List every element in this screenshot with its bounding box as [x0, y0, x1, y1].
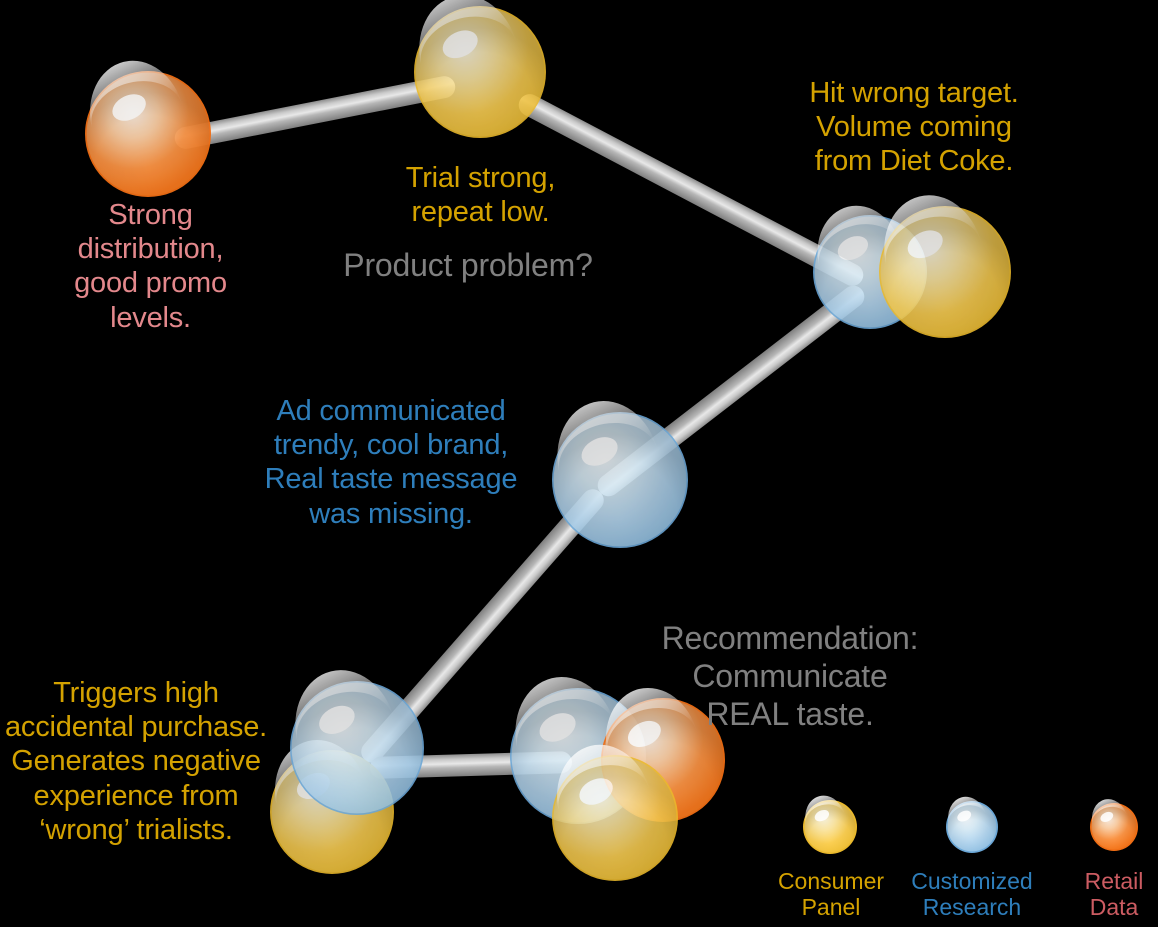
bond-middle-to-bottom-left	[361, 489, 604, 763]
node-retail-top-left	[85, 60, 211, 197]
caption-trial-strong: Trial strong, repeat low.	[405, 162, 556, 229]
caption-recommendation: Recommendation: Communicate REAL taste.	[661, 620, 919, 732]
nodes-layer	[85, 0, 1011, 881]
legend-consumer-panel-label: Consumer Panel	[777, 868, 885, 921]
caption-ad-communicated: Ad communicated trendy, cool brand, Real…	[264, 395, 518, 530]
node-research-bl	[290, 670, 424, 815]
caption-product-problem: Product problem?	[343, 247, 593, 283]
legend-customized-research-label: Customized Research	[911, 868, 1033, 921]
legend-customized-research-sphere	[946, 796, 998, 853]
legend-spheres-layer	[803, 795, 1138, 854]
legend-retail-data-label: Retail Data	[1084, 868, 1144, 921]
bond-retail-to-consumer-top	[174, 76, 456, 149]
caption-triggers-high: Triggers high accidental purchase. Gener…	[5, 677, 267, 846]
node-consumer-top	[414, 0, 546, 138]
legend-retail-data-sphere	[1090, 799, 1138, 851]
caption-hit-wrong-target: Hit wrong target. Volume coming from Die…	[809, 77, 1019, 178]
node-consumer-br	[552, 744, 678, 881]
legend-consumer-panel-sphere	[803, 795, 857, 854]
caption-retail-distribution: Strong distribution, good promo levels.	[74, 199, 227, 334]
bond-consumer-top-to-right	[518, 94, 864, 286]
node-research-middle	[552, 400, 688, 548]
node-consumer-right	[879, 195, 1011, 338]
